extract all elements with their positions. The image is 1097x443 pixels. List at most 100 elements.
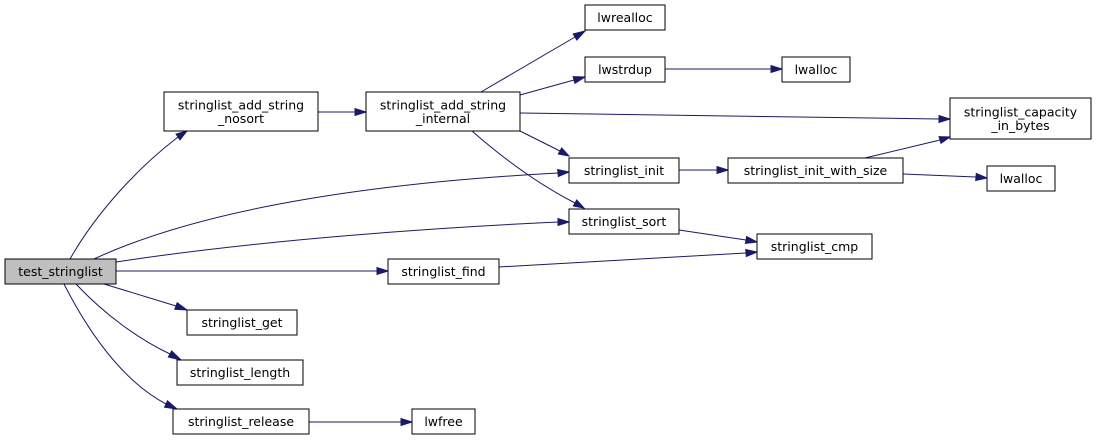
- edge-line: [519, 79, 575, 96]
- node-label: stringlist_capacity: [964, 104, 1078, 119]
- node-label: stringlist_add_string: [178, 97, 304, 112]
- node-label: _nosort: [217, 111, 264, 126]
- edge-arrowhead: [557, 168, 571, 178]
- edge-stringlist_init-to-stringlist_init_with_size: [679, 165, 730, 175]
- node-stringlist-length[interactable]: stringlist_length: [176, 359, 304, 386]
- edge-stringlist_find-to-stringlist_cmp: [498, 248, 759, 268]
- edge-line: [69, 136, 179, 260]
- node-label: _in_bytes: [990, 118, 1049, 133]
- node-label: stringlist_cmp: [771, 239, 859, 254]
- node-box: [756, 233, 873, 260]
- node-label: lwalloc: [1000, 171, 1043, 186]
- edge-arrowhead: [354, 107, 368, 117]
- edge-test_stringlist-to-stringlist_sort: [115, 217, 571, 263]
- edge-arrowhead: [163, 400, 179, 410]
- edge-line: [115, 221, 559, 263]
- edge-arrowhead: [557, 217, 571, 227]
- edge-arrowhead: [975, 172, 989, 182]
- node-stringlist-release[interactable]: stringlist_release: [172, 408, 310, 435]
- edge-line: [480, 36, 576, 93]
- edge-test_stringlist-to-stringlist_length: [75, 283, 183, 361]
- edge-stringlist_add_string_nosort-to-stringlist_add_string_internal: [318, 107, 368, 117]
- node-box: [584, 4, 666, 31]
- node-box: [163, 91, 319, 132]
- node-label: lwstrdup: [598, 62, 652, 77]
- edge-arrowhead: [938, 114, 952, 124]
- edge-arrowhead: [938, 136, 952, 145]
- edge-lwstrdup-to-lwalloc_1: [665, 64, 784, 74]
- edge-line: [678, 229, 747, 241]
- edge-layer: [63, 30, 989, 427]
- edge-arrowhead: [174, 301, 189, 311]
- edge-line: [103, 283, 177, 307]
- node-label: stringlist_init: [584, 163, 664, 178]
- node-label: stringlist_add_string: [380, 97, 506, 112]
- node-label: stringlist_find: [401, 264, 485, 279]
- edge-arrowhead: [572, 199, 586, 209]
- edge-stringlist_add_string_internal-to-stringlist_sort: [471, 130, 586, 209]
- edge-stringlist_release-to-lwfree: [309, 417, 414, 427]
- edge-stringlist_add_string_internal-to-lwstrdup: [519, 76, 587, 96]
- node-layer: test_stringliststringlist_add_string_nos…: [4, 4, 1092, 435]
- edge-stringlist_sort-to-stringlist_cmp: [678, 229, 759, 245]
- edge-arrowhead: [770, 64, 784, 74]
- node-box: [172, 408, 310, 435]
- node-label: lwfree: [424, 414, 463, 429]
- edge-arrowhead: [572, 76, 587, 85]
- edge-line: [471, 130, 576, 204]
- node-box: [781, 56, 851, 83]
- node-box: [365, 91, 521, 132]
- edge-stringlist_add_string_internal-to-lwrealloc: [480, 30, 587, 93]
- node-label: stringlist_length: [190, 365, 290, 380]
- node-box: [568, 208, 680, 235]
- edge-stringlist_init_with_size-to-stringlist_capacity_in_bytes: [864, 136, 952, 159]
- node-box: [4, 258, 117, 285]
- node-lwalloc-1[interactable]: lwalloc: [781, 56, 851, 83]
- edge-stringlist_add_string_internal-to-stringlist_init: [519, 130, 571, 157]
- node-box: [186, 309, 298, 336]
- node-label: _internal: [415, 111, 470, 126]
- node-stringlist-sort[interactable]: stringlist_sort: [568, 208, 680, 235]
- node-stringlist-find[interactable]: stringlist_find: [387, 258, 500, 285]
- node-label: lwalloc: [795, 62, 838, 77]
- edge-arrowhead: [744, 235, 759, 245]
- node-stringlist-add-string-nosort[interactable]: stringlist_add_string_nosort: [163, 91, 319, 132]
- node-lwstrdup[interactable]: lwstrdup: [584, 56, 666, 83]
- edge-stringlist_add_string_internal-to-stringlist_capacity_in_bytes: [519, 112, 952, 124]
- edge-arrowhead: [572, 30, 587, 41]
- node-label: test_stringlist: [18, 264, 103, 279]
- node-stringlist-init-with-size[interactable]: stringlist_init_with_size: [727, 157, 904, 184]
- edge-test_stringlist-to-stringlist_find: [116, 266, 390, 276]
- node-test-stringlist[interactable]: test_stringlist: [4, 258, 117, 285]
- node-stringlist-get[interactable]: stringlist_get: [186, 309, 298, 336]
- node-label: stringlist_init_with_size: [744, 163, 888, 178]
- edge-arrowhead: [557, 147, 571, 157]
- node-lwfree[interactable]: lwfree: [411, 408, 476, 435]
- node-lwalloc-2[interactable]: lwalloc: [986, 165, 1056, 192]
- edge-test_stringlist-to-stringlist_init: [93, 168, 571, 260]
- edge-line: [93, 172, 559, 260]
- edge-line: [902, 173, 977, 178]
- edge-test_stringlist-to-stringlist_get: [103, 283, 189, 311]
- node-box: [986, 165, 1056, 192]
- node-box: [949, 97, 1092, 140]
- edge-arrowhead: [745, 248, 759, 258]
- node-lwrealloc[interactable]: lwrealloc: [584, 4, 666, 31]
- node-box: [584, 56, 666, 83]
- edge-arrowhead: [175, 130, 189, 141]
- node-stringlist-cmp[interactable]: stringlist_cmp: [756, 233, 873, 260]
- edge-arrowhead: [400, 417, 414, 427]
- edge-test_stringlist-to-stringlist_release: [63, 283, 179, 410]
- node-label: lwrealloc: [597, 10, 653, 25]
- node-stringlist-capacity-in-bytes[interactable]: stringlist_capacity_in_bytes: [949, 97, 1092, 140]
- edge-arrowhead: [376, 266, 390, 276]
- node-label: stringlist_release: [188, 414, 294, 429]
- node-stringlist-init[interactable]: stringlist_init: [568, 157, 680, 184]
- node-box: [411, 408, 476, 435]
- edge-line: [519, 130, 561, 152]
- edge-line: [519, 112, 940, 120]
- edge-arrowhead: [716, 165, 730, 175]
- node-stringlist-add-string-internal[interactable]: stringlist_add_string_internal: [365, 91, 521, 132]
- edge-test_stringlist-to-stringlist_add_string_nosort: [69, 130, 189, 260]
